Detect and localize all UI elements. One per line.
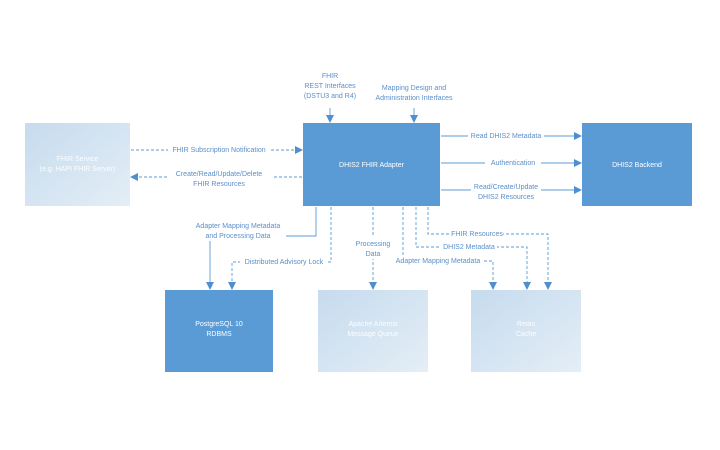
adapter-mapping-metadata-label: Adapter Mapping Metadata: [396, 258, 481, 265]
rcu-label-1: Read/Create/Update: [474, 184, 538, 191]
fhir-resources-label: FHIR Resources: [451, 231, 503, 238]
subscription-notification-edge: FHIR Subscription Notification: [131, 144, 303, 155]
fhir-rest-label-1: FHIR: [322, 73, 338, 80]
redis-node: Redis Cache: [471, 290, 581, 372]
adapter-title: DHIS2 FHIR Adapter: [339, 162, 405, 169]
processing-data-label-2: Data: [366, 251, 381, 258]
dhis2-metadata-label: DHIS2 Metadata: [443, 244, 495, 251]
postgresql-subtitle: RDBMS: [206, 331, 232, 338]
postgresql-title: PostgreSQL 10: [195, 321, 243, 328]
rcu-label-2: DHIS2 Resources: [478, 194, 535, 201]
fhir-rest-interface: FHIR REST Interfaces (DSTU3 and R4): [304, 73, 356, 123]
dhis2-backend-node: DHIS2 Backend: [582, 123, 692, 206]
postgresql-node: PostgreSQL 10 RDBMS: [165, 290, 273, 372]
mapping-design-interface: Mapping Design and Administration Interf…: [375, 85, 453, 123]
fhir-service-node: FHIR Service (e.g. HAPI FHIR Server): [25, 123, 130, 206]
processing-data-label-1: Processing: [356, 241, 391, 248]
authentication-label: Authentication: [491, 160, 535, 167]
artemis-title: Apache Artemis: [348, 321, 398, 328]
processing-data-edge: Processing Data: [352, 207, 394, 290]
backend-title: DHIS2 Backend: [612, 162, 662, 169]
redis-title: Redis: [517, 321, 535, 328]
dhis2-metadata-edge: DHIS2 Metadata: [415, 207, 531, 290]
authentication-edge: Authentication: [441, 157, 582, 168]
read-metadata-label: Read DHIS2 Metadata: [471, 133, 542, 140]
artemis-subtitle: Message Queue: [347, 331, 398, 338]
fhir-rest-label-3: (DSTU3 and R4): [304, 93, 356, 100]
rcu-dhis2-resources-edge: Read/Create/Update DHIS2 Resources: [441, 181, 582, 202]
distributed-lock-label: Distributed Advisory Lock: [245, 259, 324, 266]
dhis2-fhir-adapter-node: DHIS2 FHIR Adapter: [303, 123, 440, 206]
subscription-label: FHIR Subscription Notification: [172, 147, 265, 154]
fhir-service-title: FHIR Service: [57, 156, 99, 163]
crud-fhir-resources-edge: Create/Read/Update/Delete FHIR Resources: [130, 168, 302, 189]
fhir-resources-edge: FHIR Resources: [427, 207, 552, 290]
mapping-design-label-2: Administration Interfaces: [375, 95, 453, 102]
adapter-mapping-processing-edge: Adapter Mapping Metadata and Processing …: [190, 207, 317, 290]
mapping-design-label-1: Mapping Design and: [382, 85, 446, 92]
redis-subtitle: Cache: [516, 331, 536, 338]
distributed-lock-edge: Distributed Advisory Lock: [228, 207, 332, 290]
mapping-processing-label-2: and Processing Data: [206, 233, 271, 240]
mapping-processing-label-1: Adapter Mapping Metadata: [196, 223, 281, 230]
fhir-service-subtitle: (e.g. HAPI FHIR Server): [40, 166, 115, 173]
adapter-mapping-metadata-edge: Adapter Mapping Metadata: [393, 207, 497, 290]
crud-label-2: FHIR Resources: [193, 181, 245, 188]
fhir-rest-label-2: REST Interfaces: [304, 83, 356, 90]
artemis-node: Apache Artemis Message Queue: [318, 290, 428, 372]
crud-label-1: Create/Read/Update/Delete: [176, 171, 262, 178]
read-metadata-edge: Read DHIS2 Metadata: [441, 130, 582, 141]
